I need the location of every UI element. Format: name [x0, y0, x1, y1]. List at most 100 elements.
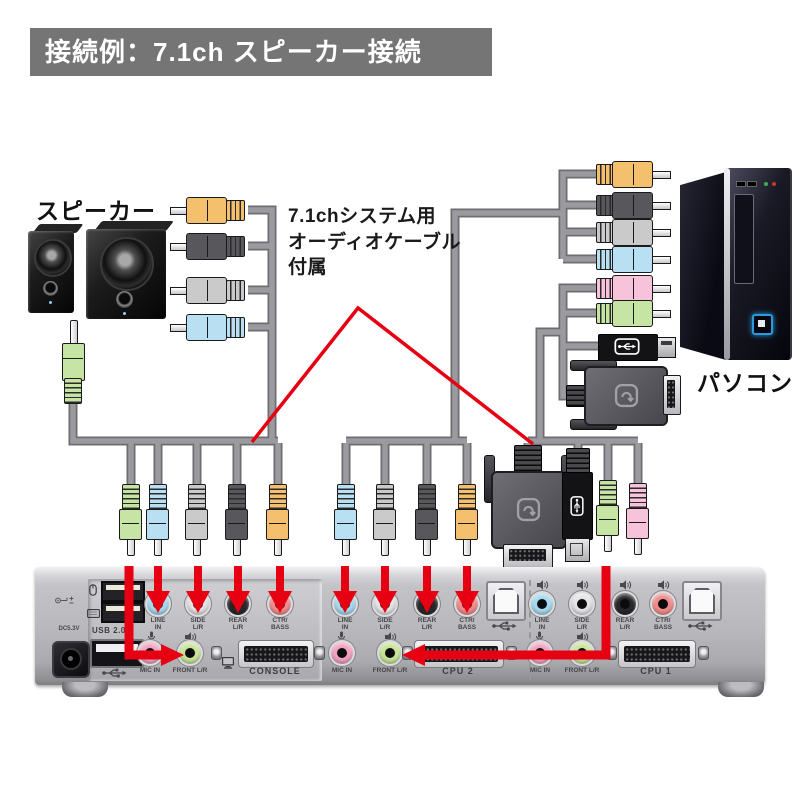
console-rear-label: REAR L/R: [228, 617, 248, 632]
cpu2-line-in-jack: [334, 593, 356, 615]
speaker-icon: [620, 580, 632, 590]
pc-optical-drive: [734, 194, 754, 284]
cpu1-usb-b-port: [682, 581, 722, 621]
speaker-icon: [577, 632, 589, 642]
pc-tower: [680, 168, 792, 362]
console-line-in-jack: [147, 593, 169, 615]
rca-plug-blue-right: [596, 246, 674, 273]
usb-trident-icon: [687, 621, 714, 631]
cpu1-dvi-screw-left: [606, 646, 617, 660]
console-front-label: FRONT L/R: [172, 667, 208, 674]
title-banner: 接続例：7.1ch スピーカー接続: [30, 28, 492, 76]
mini-plug-blue-console: [146, 484, 170, 556]
speaker-icon: [385, 632, 397, 642]
chassis-foot-right: [718, 682, 764, 697]
usb-trident-icon: [491, 621, 518, 631]
mini-plug-green-console: [119, 484, 143, 556]
mini-plug-green-right: [596, 300, 674, 327]
console-usb2-port: [90, 639, 144, 668]
cpu1-dvi-port: [618, 640, 696, 668]
chassis-foot-left: [62, 682, 108, 697]
console-rear-jack: [227, 593, 249, 615]
cpu1-dvi-screw-right: [698, 646, 709, 660]
console-mic-in-label: MIC IN: [139, 667, 161, 674]
cpu2-dvi-screw-right: [506, 646, 517, 660]
cpu1-section-label: CPU 1: [640, 666, 672, 676]
usb2-label: USB 2.0: [92, 626, 126, 635]
cpu2-side-jack: [374, 593, 396, 615]
cpu1-line-in-jack: [531, 593, 553, 615]
cpu2-front-jack: [379, 642, 401, 664]
console-side-jack: [187, 593, 209, 615]
cpu1-mic-in-label: MIC IN: [529, 667, 551, 674]
console-dvi-screw-left: [211, 646, 222, 660]
speaker-right-woofer: [100, 237, 154, 291]
rca-plug-orange-right: [596, 161, 674, 188]
mini-plug-green-to-kvm: [596, 480, 620, 552]
speaker-left-led: [49, 301, 52, 304]
cpu1-ctr-bass-jack: [652, 593, 674, 615]
pc-usb-slot-2: [747, 181, 757, 187]
cpu1-ctr-bass-label: CTR/ BASS: [653, 617, 673, 632]
rca-plug-gray-left: [170, 277, 248, 304]
pc-front-bezel: [724, 168, 730, 360]
cpu2-mic-in-label: MIC IN: [331, 667, 353, 674]
console-side-label: SIDE L/R: [190, 617, 206, 632]
speaker-right-tweeter: [116, 291, 133, 308]
cpu1-rear-label: REAR L/R: [615, 617, 635, 632]
monitor-icon: [221, 656, 235, 669]
cpu1-side-jack: [571, 593, 593, 615]
console-dvi-screw-right: [314, 646, 325, 660]
cpu2-section-label: CPU 2: [442, 666, 474, 676]
cpu2-side-label: SIDE L/R: [377, 617, 393, 632]
cpu1-side-label: SIDE L/R: [574, 617, 590, 632]
mini-plug-black-console: [225, 484, 249, 556]
console-usb-keyboard-port: [101, 581, 145, 602]
rca-plug-black-left: [170, 233, 248, 260]
keyboard-icon: [87, 609, 100, 618]
cpu2-usb-b-port: [486, 581, 526, 621]
usb-logo-icon: [567, 493, 587, 519]
page-title: 接続例：7.1ch スピーカー接続: [45, 37, 422, 67]
mini-plug-green-up: [56, 320, 90, 404]
cpu1-rear-jack: [614, 593, 636, 615]
console-front-jack: [179, 642, 201, 664]
usb-trident-icon: [101, 668, 128, 678]
speaker-icon: [577, 580, 589, 590]
cpu2-front-label: FRONT L/R: [372, 667, 408, 674]
dvi-logo-icon: [516, 497, 541, 522]
speaker-left: [28, 231, 74, 313]
rca-plug-gray-right: [596, 219, 674, 246]
mouse-icon: [89, 584, 97, 596]
speaker-left-tweeter: [43, 281, 58, 296]
mini-plug-gray-console: [185, 484, 209, 556]
console-section-label: CONSOLE: [249, 666, 301, 676]
dvi-logo-icon: [614, 383, 639, 408]
console-dvi-port: [238, 640, 314, 668]
usb-b-plug-to-kvm: [562, 448, 594, 564]
usb-a-plug: [598, 332, 676, 361]
dvi-plug-to-pc: [566, 358, 682, 432]
speaker-right-led: [123, 312, 126, 315]
console-ctr-bass-jack: [269, 593, 291, 615]
cpu2-rear-label: REAR L/R: [417, 617, 437, 632]
pc-usb-slot-1: [736, 181, 746, 187]
dc-power-jack: [52, 641, 90, 678]
cpu2-line-in-label: LINE IN: [337, 617, 353, 632]
pc-led-green: [764, 182, 768, 186]
console-line-in-label: LINE IN: [150, 617, 166, 632]
dc-polarity-icon: [54, 596, 76, 605]
speaker-icon: [658, 580, 670, 590]
cpu1-front-jack: [571, 642, 593, 664]
pc-label: パソコン: [697, 370, 793, 396]
cpu2-ctr-bass-label: CTR/ BASS: [457, 617, 477, 632]
speaker-label: スピーカー: [36, 198, 156, 224]
mini-plug-gray-cpu2: [373, 484, 397, 556]
speaker-icon: [537, 580, 549, 590]
mini-plug-pink-right: [596, 275, 674, 302]
cable-note: 7.1chシステム用 オーディオケーブル 付属: [288, 206, 462, 279]
mini-plug-black-cpu2: [415, 484, 439, 556]
pc-power-button: [752, 314, 773, 335]
cpu1-line-in-label: LINE IN: [534, 617, 550, 632]
